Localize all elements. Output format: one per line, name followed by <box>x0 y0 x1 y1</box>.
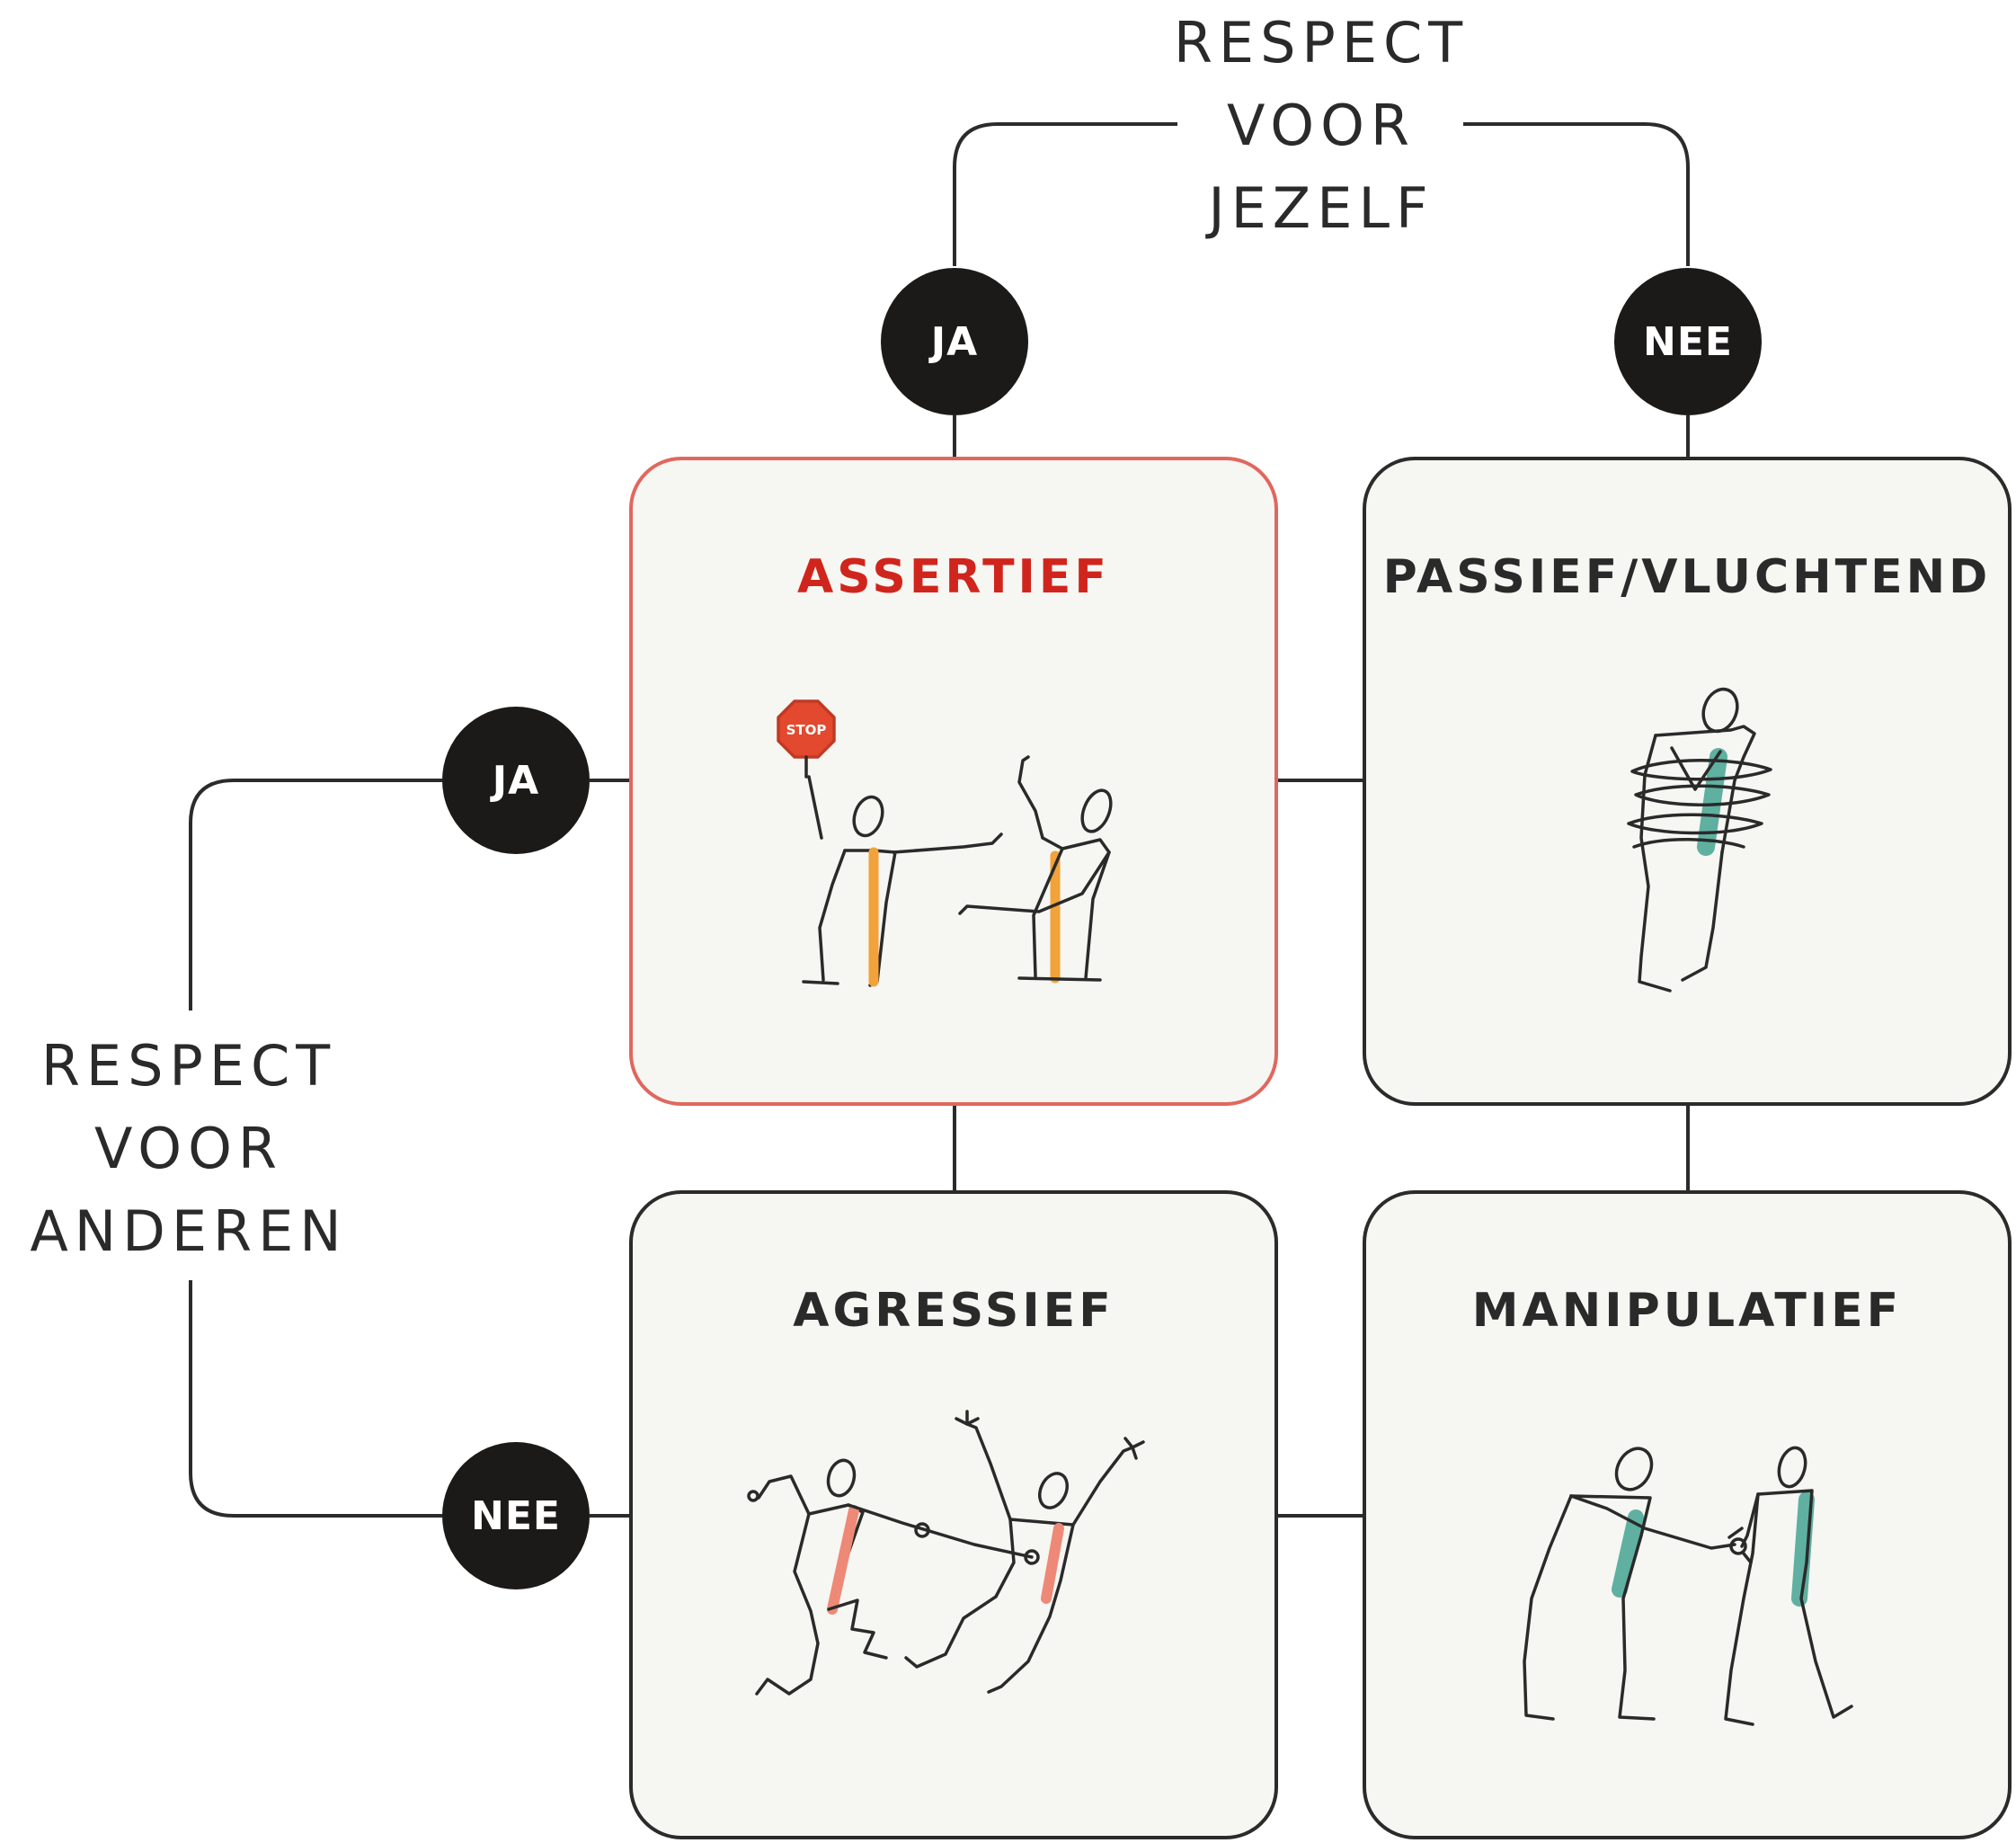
top-yes-badge: JA <box>881 268 1028 415</box>
left-bracket-top <box>189 779 442 1011</box>
respect-for-self-label: RESPECT VOOR JEZELF <box>1141 2 1501 250</box>
top-label-line-2: VOOR <box>1226 93 1416 158</box>
left-label-line-1: RESPECT <box>40 1033 337 1099</box>
quadrant-aggressive: AGRESSIEF <box>629 1190 1278 1839</box>
quadrant-manipulative-title: MANIPULATIEF <box>1471 1284 1903 1338</box>
quadrant-passive: PASSIEF/VLUCHTEND <box>1363 457 2012 1106</box>
left-label-line-3: ANDEREN <box>30 1198 348 1264</box>
top-label-line-3: JEZELF <box>1208 175 1434 241</box>
respect-for-others-label: RESPECT VOOR ANDEREN <box>9 1025 369 1273</box>
stop-sign-text: STOP <box>786 722 827 738</box>
left-no-badge: NEE <box>442 1442 590 1589</box>
top-bracket-left <box>953 122 1177 266</box>
top-label-line-1: RESPECT <box>1173 10 1470 76</box>
quadrant-assertive-title: ASSERTIEF <box>797 550 1110 604</box>
quadrant-assertive: ASSERTIEF <box>629 457 1278 1106</box>
top-no-badge: NEE <box>1614 268 1762 415</box>
left-yes-badge: JA <box>442 707 590 854</box>
manipulating-figures-icon <box>1523 1446 1853 1726</box>
left-label-line-2: VOOR <box>93 1116 283 1181</box>
fighting-figures-icon <box>747 1410 1145 1696</box>
quadrant-aggressive-title: AGRESSIEF <box>793 1284 1115 1338</box>
quadrant-passive-title: PASSIEF/VLUCHTEND <box>1382 550 1992 604</box>
tied-up-figure-icon <box>1627 687 1772 993</box>
stop-sign-icon <box>777 699 836 759</box>
quadrant-manipulative: MANIPULATIEF <box>1363 1190 2012 1839</box>
left-bracket-bottom <box>189 1280 442 1518</box>
top-bracket-right <box>1463 122 1690 266</box>
two-figures-stop-sign-icon: STOP <box>777 699 1113 987</box>
